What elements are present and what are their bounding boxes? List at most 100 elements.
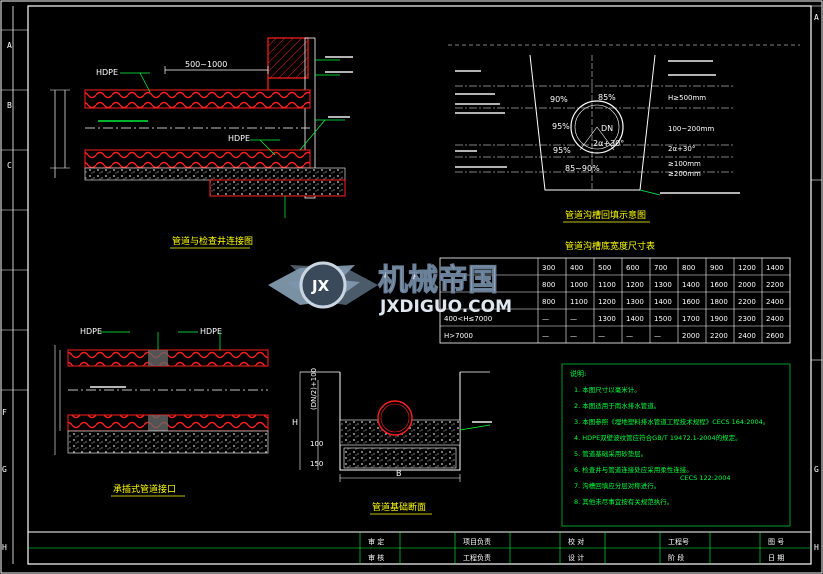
pipe-section-circle (570, 100, 624, 154)
note-8: 8. 其他未尽事宜按有关规范执行。 (574, 497, 673, 506)
title-pipe-manhole: 管道与检查井连接图 (172, 235, 253, 247)
tb-approve: 审 定 (368, 537, 384, 546)
table-cell: 2000 (682, 332, 700, 340)
table-cell: 2200 (710, 332, 728, 340)
angle-label: 2α+30° (593, 139, 624, 148)
tb-check: 校 对 (568, 537, 584, 546)
table-cell: 1900 (710, 315, 728, 323)
margin-mark-c: C (7, 161, 12, 170)
right-mark-a: A (814, 13, 819, 22)
manhole-wall (304, 37, 316, 199)
margin-mark-f: F (2, 408, 7, 417)
margin-mark-a: A (7, 41, 12, 50)
margin-mark-h: H (2, 543, 7, 552)
note-5: 5. 管道基础采用砂垫层。 (574, 449, 647, 458)
pct-left-low: 95% (553, 146, 571, 155)
table-cell: — (542, 315, 549, 323)
dim-b: B (396, 469, 402, 478)
pct-bottom: 85~90% (565, 164, 600, 173)
table-header-cell: 900 (710, 264, 723, 272)
table-cell: 1300 (654, 281, 672, 289)
hdpe-label-top: HDPE (96, 68, 118, 77)
note-100: ≥100mm (668, 160, 701, 168)
tb-date: 日 期 (768, 554, 784, 562)
table-cell: 2200 (766, 281, 784, 289)
trench-outline (529, 54, 656, 191)
table-header-cell: 500 (598, 264, 611, 272)
concrete-base (209, 179, 346, 197)
note-100-200: 100~200mm (668, 125, 714, 133)
table-cell: 1400 (626, 315, 644, 323)
manhole-wall-top (267, 37, 309, 79)
table-cell: 2000 (738, 281, 756, 289)
table-cell: 1600 (710, 281, 728, 289)
table-cell: 2200 (738, 298, 756, 306)
pct-right-top: 85% (598, 93, 616, 102)
table-cell: 1500 (654, 315, 672, 323)
table-cell: 1000 (570, 281, 588, 289)
note-3: 3. 本图参照《埋地塑料排水管道工程技术规程》CECS 164:2004。 (574, 417, 769, 426)
table-cell: — (598, 332, 605, 340)
badge-text: JX (311, 277, 330, 295)
dn-label: DN (601, 124, 613, 133)
tb-project-lead: 项目负责 (463, 537, 491, 546)
table-title: 管道沟槽底宽度尺寸表 (565, 240, 655, 252)
bell-spigot-detail: HDPE HDPE 承插式管道接口 (54, 327, 269, 497)
table-cell: 400<H≤7000 (444, 315, 492, 323)
table-header-cell: 300 (542, 264, 555, 272)
table-cell: 1300 (626, 298, 644, 306)
table-cell: 1100 (570, 298, 588, 306)
hdpe-label-mid: HDPE (228, 134, 250, 143)
title-bell-spigot: 承插式管道接口 (113, 483, 176, 495)
dim-top: (DN/2)+100 (310, 368, 318, 410)
table-cell: — (626, 332, 633, 340)
dim-100: 100 (310, 440, 323, 448)
title-block: 审 定 项目负责 校 对 工程号 图 号 审 核 工程负责 设 计 阶 段 日 … (27, 531, 812, 565)
pct-left-top: 90% (550, 95, 568, 104)
notes-block: 说明: 1. 本图尺寸以毫米计。 2. 本图适用于雨水排水管道。 3. 本图参照… (561, 363, 791, 527)
tb-drawing-no: 图 号 (768, 538, 784, 546)
right-mark-h: H (814, 543, 819, 552)
watermark-logo: JX 机械帝国 JXDIGUO.COM (268, 261, 512, 317)
table-cell: 2300 (738, 315, 756, 323)
tb-review: 审 核 (368, 553, 384, 562)
table-cell: H>7000 (444, 332, 473, 340)
table-cell: 1600 (682, 298, 700, 306)
title-foundation: 管道基础断面 (372, 501, 426, 513)
watermark-cn: 机械帝国 (378, 263, 498, 298)
sand-bed (84, 167, 346, 181)
table-cell: 1700 (682, 315, 700, 323)
hdpe-label-bl-2: HDPE (200, 327, 222, 336)
dim-h: H (292, 418, 298, 427)
table-cell: 1100 (598, 281, 616, 289)
pipe-section-red (377, 400, 413, 436)
table-cell: — (570, 332, 577, 340)
pipe-manhole-detail: 500~1000 HDPE HDPE 管道与检查井连接图 (50, 37, 353, 249)
table-header-cell: 1400 (766, 264, 784, 272)
notes-heading: 说明: (570, 369, 586, 378)
badge-gear (299, 261, 347, 309)
margin-mark-b: B (7, 101, 12, 110)
table-cell: — (654, 332, 661, 340)
table-cell: — (570, 315, 577, 323)
note-4: 4. HDPE双壁波纹管应符合GB/T 19472.1-2004的规定。 (574, 433, 742, 442)
table-cell: 1400 (682, 281, 700, 289)
table-header-cell: 800 (682, 264, 695, 272)
pipe-upper-wall (84, 89, 311, 109)
table-header-cell: 700 (654, 264, 667, 272)
tb-stage: 阶 段 (668, 553, 684, 562)
table-cell: 800 (542, 281, 555, 289)
table-cell: 1300 (598, 315, 616, 323)
pct-left-mid: 95% (552, 122, 570, 131)
tb-design: 设 计 (568, 553, 584, 562)
tb-engineering-lead: 工程负责 (463, 553, 491, 562)
pipe-lower-wall (84, 149, 311, 169)
margin-mark-g: G (2, 465, 7, 474)
table-cell: 2400 (766, 298, 784, 306)
table-cell: — (542, 332, 549, 340)
trench-backfill-detail: 90% 85% 95% 95% DN 2α+30° 85~90% H≥500mm… (448, 44, 800, 223)
note-6: 6. 检查井与管道连接处应采用柔性连接。 (574, 465, 693, 474)
